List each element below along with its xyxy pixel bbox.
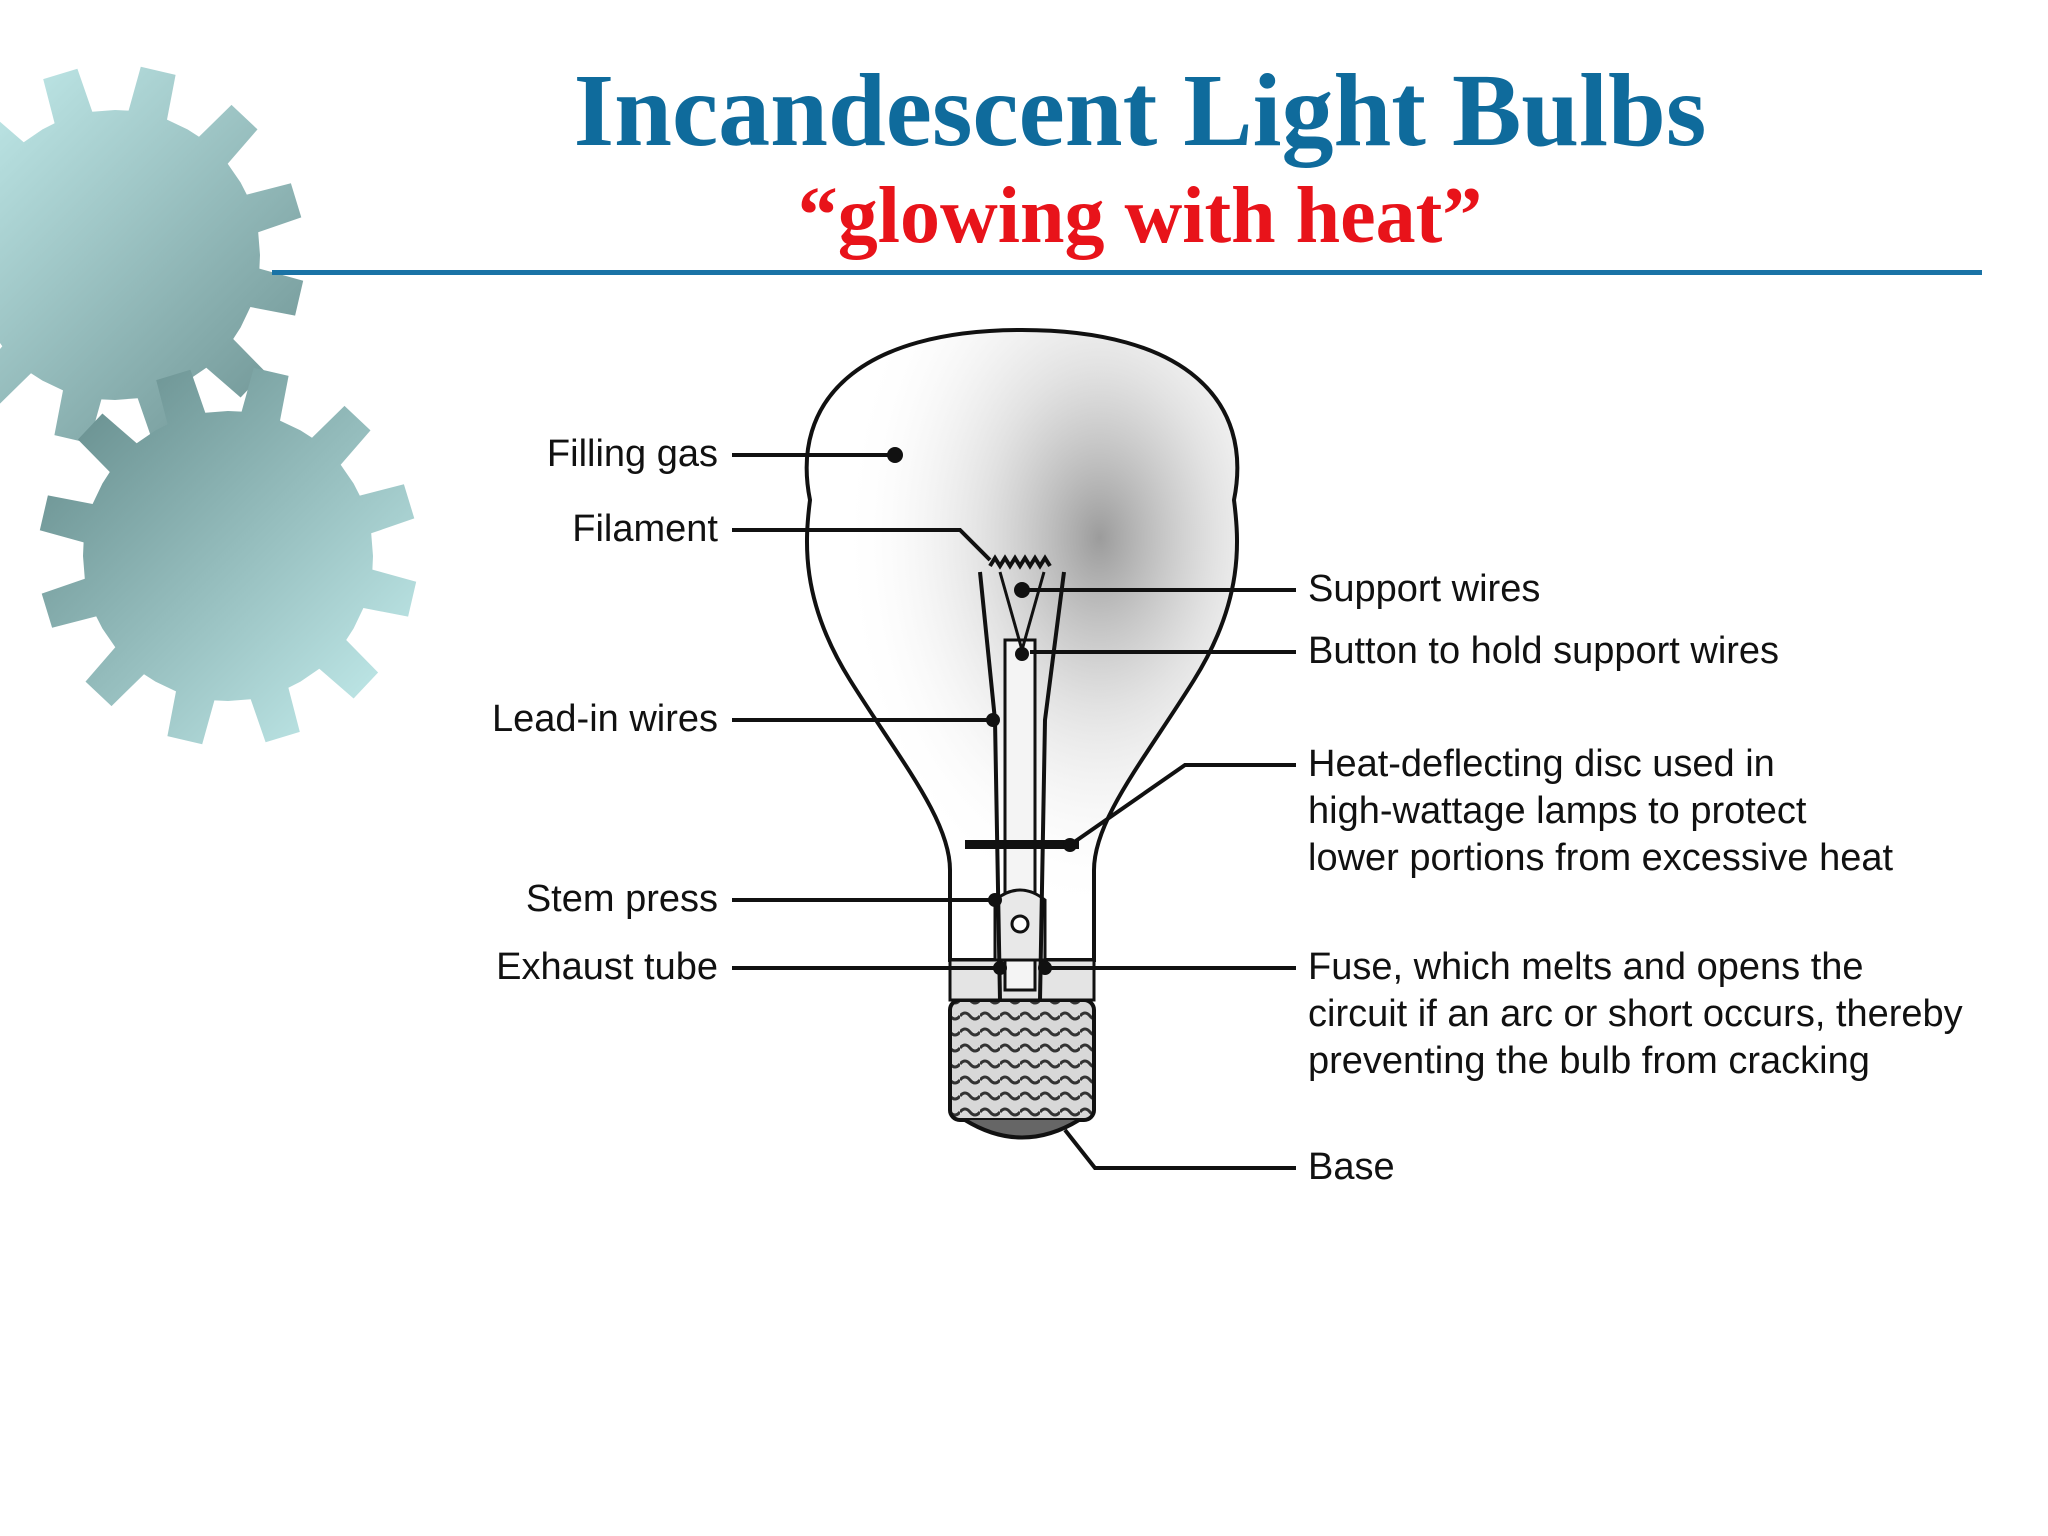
label-fuse-line: circuit if an arc or short occurs, there… [1308, 993, 1963, 1035]
right-leader-lines [1022, 588, 1296, 1170]
base-contact [963, 1118, 1081, 1140]
filament-coil [988, 554, 1052, 570]
gear-icon [0, 66, 304, 444]
left-leader-dots [887, 447, 1007, 975]
label-filament: Filament [572, 508, 718, 550]
label-stem-press: Stem press [525, 878, 718, 920]
page-title: Incandescent Light Bulbs [573, 53, 1707, 168]
gear-icon [39, 367, 417, 745]
stem-ring [1010, 914, 1030, 934]
label-heat-disc-line: Heat-deflecting disc used in [1308, 743, 1775, 785]
label-filling-gas: Filling gas [546, 433, 718, 475]
label-fuse-line: preventing the bulb from cracking [1308, 1040, 1870, 1082]
lead-in-wire-right [1038, 571, 1066, 1001]
label-exhaust-tube: Exhaust tube [496, 946, 718, 988]
gear-shape [0, 66, 304, 444]
label-lead-in-wires: Lead-in wires [492, 698, 718, 740]
label-fuse-line: Fuse, which melts and opens the [1308, 946, 1864, 988]
label-button: Button to hold support wires [1308, 630, 1780, 672]
screw-base [948, 998, 1096, 1122]
button-shape [1015, 647, 1029, 661]
label-heat-disc-line: high-wattage lamps to protect [1308, 790, 1807, 832]
page-subtitle: “glowing with heat” [797, 172, 1483, 260]
label-fuse: Fuse, which melts and opens the circuit … [1308, 944, 1963, 1085]
label-support-wires: Support wires [1308, 568, 1541, 610]
label-heat-disc-line: lower portions from excessive heat [1308, 837, 1894, 879]
label-heat-disc: Heat-deflecting disc used in high-wattag… [1308, 741, 1893, 882]
left-leader-lines [732, 453, 1000, 970]
gears-decoration [0, 66, 417, 745]
title-divider [272, 270, 1982, 275]
right-leader-dots [1014, 582, 1077, 975]
heat-deflecting-disc-shape [965, 840, 1079, 849]
label-base: Base [1308, 1146, 1395, 1188]
gear-shape [39, 367, 417, 745]
